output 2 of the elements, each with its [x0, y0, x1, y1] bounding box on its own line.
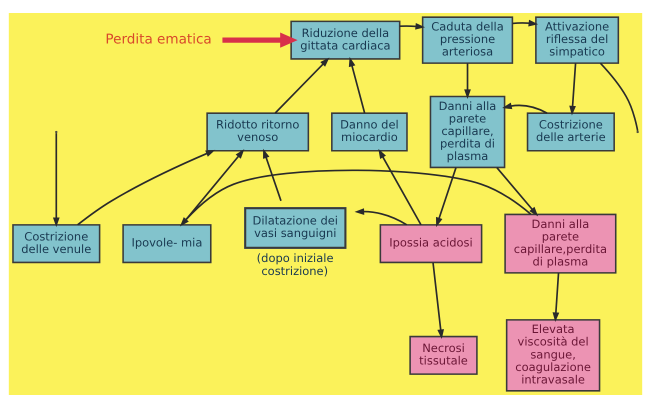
node-text: Perdita ematica: [105, 31, 212, 48]
node-label: (dopo iniziale costrizione): [256, 250, 334, 278]
